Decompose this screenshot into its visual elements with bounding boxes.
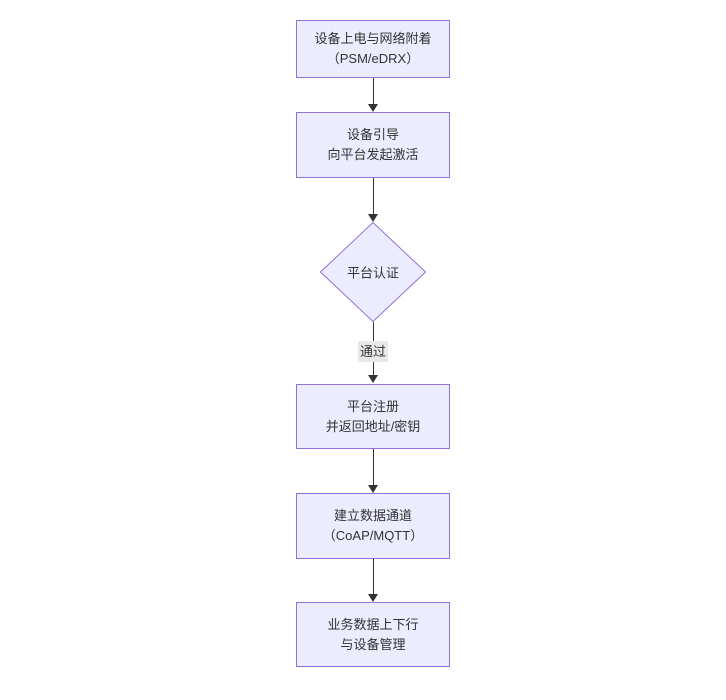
arrow-n4-n5 xyxy=(366,559,380,602)
arrow-n1-n2 xyxy=(366,78,380,112)
diamond-shape xyxy=(320,222,426,322)
decision-platform-auth: 平台认证 xyxy=(320,222,426,322)
arrow-shaft xyxy=(373,178,374,216)
arrowhead-down-icon xyxy=(368,594,378,602)
arrowhead-down-icon xyxy=(368,214,378,222)
arrow-n3-n4 xyxy=(366,449,380,493)
node-line: 设备上电与网络附着 xyxy=(314,31,432,46)
arrow-shaft xyxy=(373,78,374,106)
node-line: 建立数据通道 xyxy=(333,508,412,523)
node-device-power-attach: 设备上电与网络附着 （PSM/eDRX） xyxy=(296,20,450,78)
arrow-d1-n3: 通过 xyxy=(357,322,389,383)
arrow-n2-d1 xyxy=(366,178,380,222)
node-business-data-management: 业务数据上下行 与设备管理 xyxy=(296,602,450,667)
arrowhead-down-icon xyxy=(368,485,378,493)
arrowhead-down-icon xyxy=(368,375,378,383)
node-line: （CoAP/MQTT） xyxy=(322,528,424,543)
arrowhead-down-icon xyxy=(368,104,378,112)
node-line: （PSM/eDRX） xyxy=(326,51,420,66)
node-line: 设备引导 xyxy=(346,127,399,142)
node-line: 向平台发起激活 xyxy=(327,147,419,162)
arrow-shaft xyxy=(373,559,374,596)
decision-label: 平台认证 xyxy=(346,265,400,281)
node-line: 平台注册 xyxy=(346,398,399,414)
node-platform-register: 平台注册 并返回地址/密钥 xyxy=(296,384,450,449)
edge-label-pass: 通过 xyxy=(357,341,389,362)
arrow-shaft xyxy=(373,449,374,487)
node-line: 并返回地址/密钥 xyxy=(325,418,421,434)
node-line: 业务数据上下行 xyxy=(327,616,419,632)
node-data-channel: 建立数据通道 （CoAP/MQTT） xyxy=(296,493,450,559)
node-device-bootstrap: 设备引导 向平台发起激活 xyxy=(296,112,450,178)
node-line: 与设备管理 xyxy=(340,636,406,652)
